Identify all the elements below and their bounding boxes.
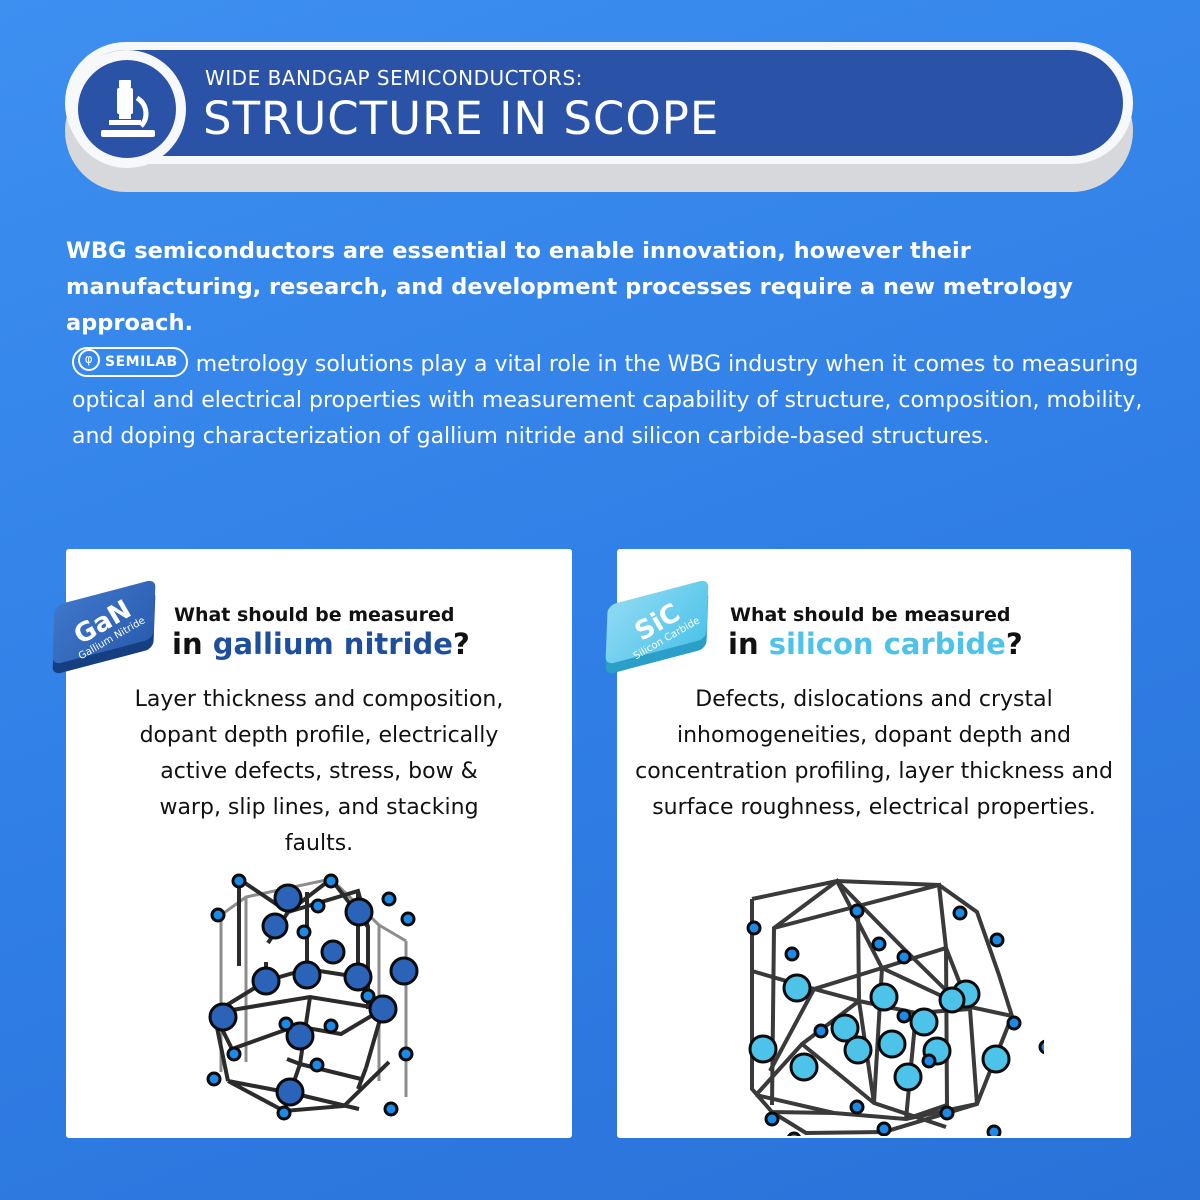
- sic-body: Defects, dislocations and crystal inhomo…: [635, 687, 1113, 820]
- gan-question-in: in: [172, 627, 203, 661]
- gan-body: Layer thickness and composition, dopant …: [134, 687, 504, 856]
- sic-question-line2: in silicon carbide?: [728, 627, 1023, 661]
- semilab-logo-text: SEMILAB: [105, 354, 178, 370]
- gan-question-line1: What should be measured: [174, 604, 455, 626]
- banner-subtitle: WIDE BANDGAP SEMICONDUCTORS:: [205, 66, 583, 90]
- microscope-badge: [78, 60, 176, 158]
- sic-material-name: silicon carbide: [768, 627, 1006, 661]
- semilab-logo: φ SEMILAB: [72, 347, 188, 377]
- sic-crystal-lattice: [746, 877, 1044, 1136]
- gan-crystal-lattice: [206, 873, 419, 1121]
- sic-question-in: in: [728, 627, 759, 661]
- microscope-icon: [101, 80, 155, 137]
- intro-text: WBG semiconductors are essential to enab…: [66, 238, 1073, 336]
- gan-question-line2: in gallium nitride?: [172, 627, 470, 661]
- semilab-logo-mark: φ: [78, 349, 100, 371]
- sic-question-mark: ?: [1005, 627, 1023, 661]
- sic-question-line1: What should be measured: [730, 604, 1011, 626]
- page-title: STRUCTURE IN SCOPE: [203, 92, 720, 145]
- brand-description-text: metrology solutions play a vital role in…: [72, 352, 1143, 449]
- gan-material-name: gallium nitride: [212, 627, 453, 661]
- gan-card: GaN Gallium Nitride What should be measu…: [52, 549, 572, 1138]
- title-banner: [65, 42, 1133, 164]
- gan-question-mark: ?: [452, 627, 470, 661]
- sic-card: SiC Silicon Carbide What should be measu…: [605, 549, 1131, 1138]
- title-banner-fill: [73, 50, 1123, 156]
